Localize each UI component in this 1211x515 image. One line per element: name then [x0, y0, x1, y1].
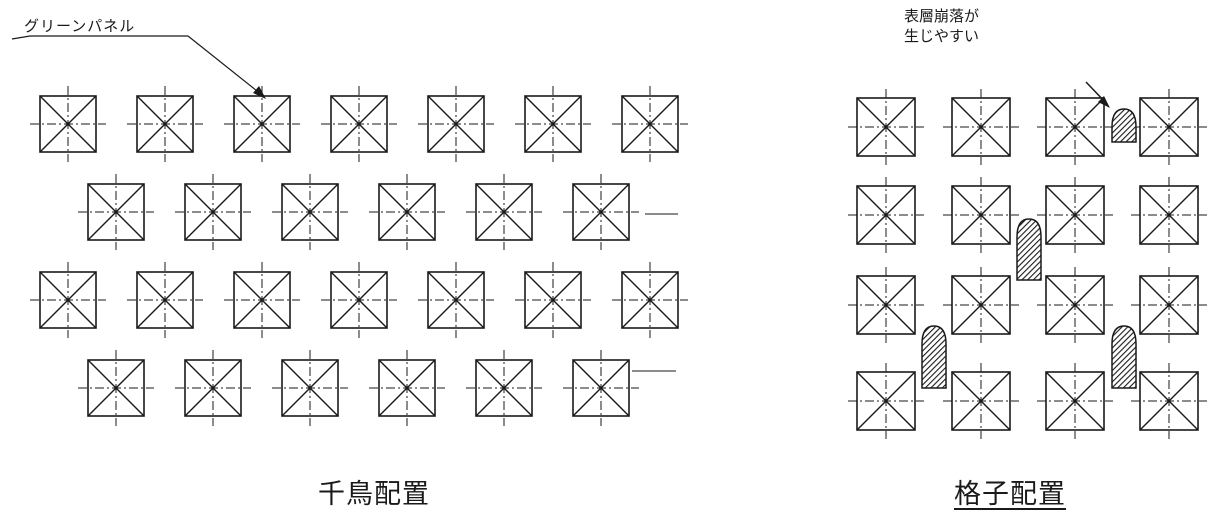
collapse-markers	[921, 108, 1137, 389]
green-panel	[848, 267, 924, 343]
surface-collapse-label-line-2: 生じやすい	[904, 27, 980, 45]
green-panel	[943, 267, 1019, 343]
collapse-arrowhead	[1098, 96, 1110, 108]
green-panel	[943, 177, 1019, 253]
green-panel	[848, 363, 924, 439]
green-panel	[127, 262, 203, 338]
green-panel	[848, 177, 924, 253]
green-panel	[1131, 89, 1207, 165]
green-panel	[224, 86, 300, 162]
surface-collapse-label: 表層崩落が 生じやすい	[904, 6, 979, 46]
green-panel	[466, 174, 542, 250]
green-panel	[1131, 363, 1207, 439]
green-panel	[563, 350, 639, 426]
surface-collapse-marker	[1016, 218, 1042, 281]
green-panel	[466, 350, 542, 426]
green-panel	[418, 262, 494, 338]
green-panel	[224, 262, 300, 338]
green-panel	[272, 350, 348, 426]
green-panel	[1131, 177, 1207, 253]
green-panel	[612, 262, 688, 338]
green-panel	[612, 86, 688, 162]
staggered-caption: 千鳥配置	[318, 479, 430, 510]
surface-collapse-marker	[1111, 325, 1137, 389]
green-panel	[1037, 177, 1113, 253]
staggered-panel-grid	[30, 86, 688, 426]
green-panel	[272, 174, 348, 250]
surface-collapse-marker	[921, 325, 947, 389]
green-panel	[78, 174, 154, 250]
green-panel	[1037, 363, 1113, 439]
green-panel	[127, 86, 203, 162]
green-panel	[563, 174, 639, 250]
green-panel	[515, 262, 591, 338]
green-panel-leader-line	[11, 35, 263, 96]
green-panel	[1131, 267, 1207, 343]
grid-caption: 格子配置	[954, 479, 1066, 510]
green-panel	[30, 86, 106, 162]
green-panel	[369, 174, 445, 250]
green-panel	[30, 262, 106, 338]
green-panel	[175, 350, 251, 426]
green-panel	[515, 86, 591, 162]
green-panel	[418, 86, 494, 162]
green-panel-arrowhead	[253, 86, 266, 99]
green-panel-label: グリーンパネル	[24, 17, 136, 35]
green-panel	[321, 86, 397, 162]
green-panel	[943, 363, 1019, 439]
green-panel	[1037, 267, 1113, 343]
green-panel	[78, 350, 154, 426]
green-panel	[369, 350, 445, 426]
grid-panel-array	[848, 89, 1207, 439]
green-panel	[943, 89, 1019, 165]
green-panel	[848, 89, 924, 165]
surface-collapse-marker	[1111, 108, 1137, 143]
surface-collapse-label-line-1: 表層崩落が	[904, 7, 980, 25]
green-panel	[1037, 89, 1113, 165]
green-panel	[321, 262, 397, 338]
green-panel	[175, 174, 251, 250]
